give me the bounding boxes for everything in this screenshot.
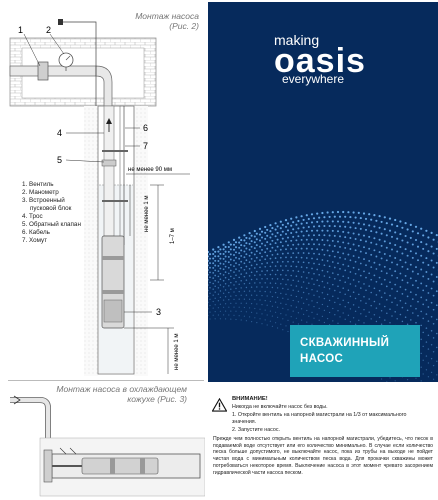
warning-line: 2. Запустите насос. [232,427,280,433]
legend-item: 6. Кабель [22,229,50,236]
legend-item: 2. Манометр [22,189,59,196]
warning-triangle-icon [212,398,227,412]
brand-everywhere: everywhere [282,72,345,86]
brand-oasis-logo: oasis [274,42,366,80]
figure-3-caption: Монтаж насоса в охлаждающем кожухе (Рис.… [56,384,187,404]
parts-legend: 1. Вентиль 2. Манометр 3. Встроенный пус… [22,181,84,245]
figure-2-caption: Монтаж насоса (Рис. 2) [135,11,199,31]
callout-2: 2 [46,25,51,35]
callout-5: 5 [57,155,62,165]
legend-item: 3. Встроенный [22,197,65,204]
legend-item: 5. Обратный клапан [22,221,81,228]
dimension-1m-bottom: не менее 1 м [174,333,180,370]
warning-line: 1. Откройте вентиль на напорной магистра… [232,412,407,418]
legend-item: пусковой блок [30,205,72,212]
callout-6: 6 [143,123,148,133]
warning-paragraph: Прежде чем полностью открыть вентиль на … [213,436,433,476]
callout-3: 3 [156,307,161,317]
callout-1: 1 [18,25,23,35]
figure-2-diagram: 1 2 3 4 5 6 7 не менее 90 мм не менее 1 … [9,19,190,376]
legend-item: 7. Хомут [22,237,48,244]
dimension-90mm: не менее 90 мм [128,167,172,173]
legend-item: 1. Вентиль [22,181,54,188]
callout-4: 4 [57,128,62,138]
legend-item: 4. Трос [22,213,43,220]
warning-title: ВНИМАНИЕ! [232,396,268,402]
divider [8,380,204,381]
brand-making: making [274,32,320,48]
figure-3-diagram [10,395,205,497]
warning-line: Никогда не включайте насос без воды. [232,404,328,410]
dimension-1-7m: 1–7 м [170,228,176,244]
installation-diagrams: Монтаж насоса (Рис. 2) [0,0,205,500]
product-title: СКВАЖИННЫЙ НАСОС [290,325,420,377]
cover-panel: making oasis everywhere СКВАЖИННЫЙ НАСОС [208,2,438,382]
cover-column: making oasis everywhere СКВАЖИННЫЙ НАСОС [208,0,438,500]
dimension-1m-inner: не менее 1 м [144,195,150,232]
warning-line: значения. [232,419,257,425]
callout-7: 7 [143,141,148,151]
